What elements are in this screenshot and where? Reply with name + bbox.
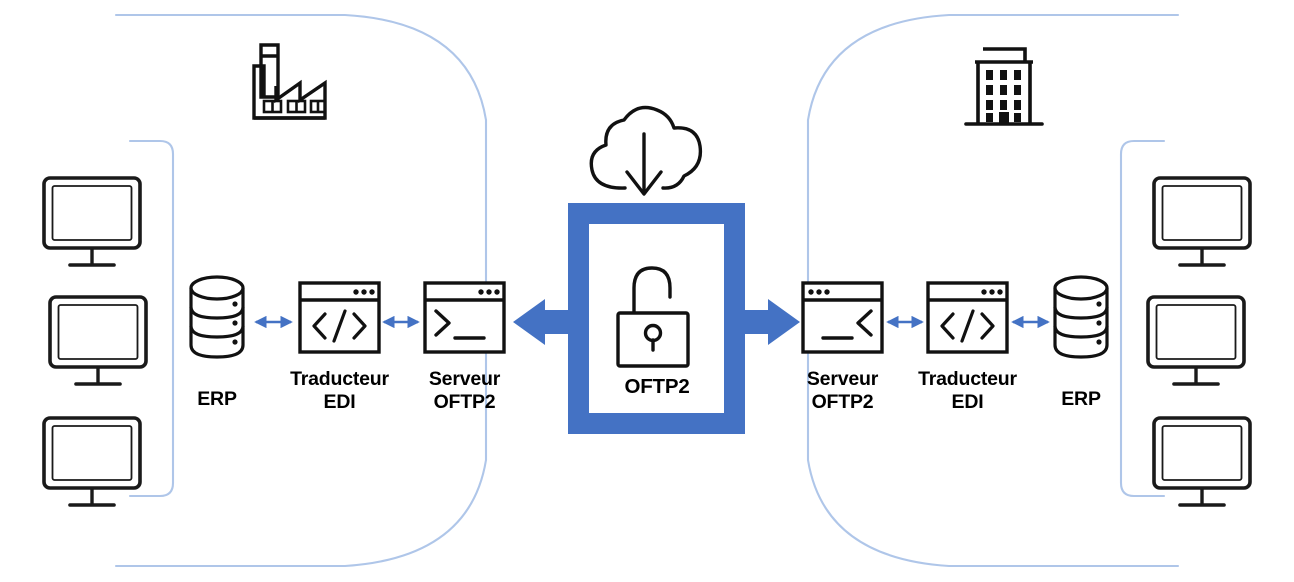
right-monitor-1 — [1152, 176, 1252, 267]
left-oftp2-server-label: Serveur OFTP2 — [428, 368, 501, 413]
right-monitor-2 — [1146, 295, 1246, 386]
left-database-icon — [189, 275, 245, 359]
right-workstations-bracket — [1119, 139, 1166, 498]
left-code-window-icon — [298, 281, 381, 354]
right-erp-label: ERP — [1061, 388, 1101, 410]
right-terminal-window-mirrored-icon — [801, 281, 884, 354]
left-terminal-window-icon — [423, 281, 506, 354]
open-padlock-icon — [616, 266, 690, 368]
left-monitor-2 — [48, 295, 148, 386]
left-erp-label: ERP — [197, 388, 237, 410]
factory-icon — [252, 43, 327, 120]
left-workstations-bracket — [128, 139, 175, 498]
left-edi-translator-label: Traducteur EDI — [290, 368, 389, 413]
oftp2-gateway-frame — [568, 203, 745, 434]
arrow-left-icon — [513, 299, 568, 345]
right-edi-translator-label: Traducteur EDI — [918, 368, 1017, 413]
right-monitor-3 — [1152, 416, 1252, 507]
left-monitor-1 — [42, 176, 142, 267]
oftp2-gateway-label: OFTP2 — [624, 375, 690, 398]
office-building-icon — [964, 47, 1044, 126]
right-database-icon — [1053, 275, 1109, 359]
right-code-window-icon — [926, 281, 1009, 354]
right-oftp2-server-label: Serveur OFTP2 — [806, 368, 879, 413]
arrow-right-icon — [745, 299, 800, 345]
left-monitor-3 — [42, 416, 142, 507]
cloud-download-icon — [589, 105, 703, 196]
